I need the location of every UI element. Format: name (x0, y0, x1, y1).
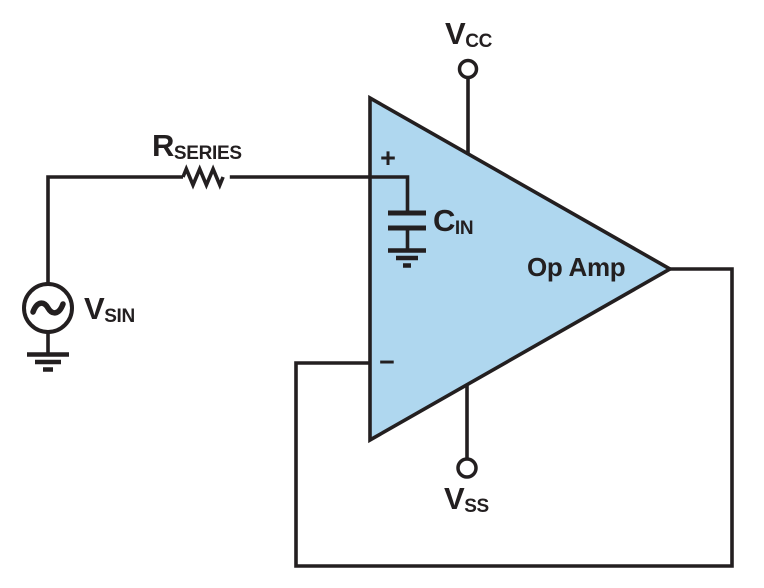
rseries-label-sub: SERIES (173, 143, 242, 164)
resistor-symbol (181, 164, 225, 190)
ac-source-icon (22, 282, 74, 334)
circuit-artwork (22, 58, 734, 568)
capacitor-symbol (388, 210, 426, 231)
rseries-label-main: R (152, 128, 174, 163)
vss-terminal (456, 457, 478, 479)
vcc-label-main: V (445, 16, 466, 51)
vcc-terminal (457, 58, 479, 80)
vsin-label-sub: SIN (104, 306, 135, 327)
vcc-label-sub: CC (465, 31, 493, 52)
cin-branch-wire (370, 175, 410, 212)
cin-label: CIN (433, 203, 474, 239)
inverting-input-label: − (379, 346, 395, 377)
feedback-wire (294, 267, 734, 568)
vsin-label-main: V (84, 291, 105, 326)
opamp-triangle (368, 94, 674, 444)
vcc-label: VCC (445, 16, 492, 52)
cin-ground-icon (388, 248, 426, 268)
opamp-label: Op Amp (527, 252, 626, 282)
rseries-label: RSERIES (152, 128, 242, 164)
noninverting-input-label: + (380, 142, 396, 173)
sine-wave-icon (30, 300, 66, 316)
vsin-label: VSIN (84, 291, 135, 327)
vss-label: VSS (444, 481, 489, 517)
vsin-ground-icon (27, 352, 69, 372)
input-wire (46, 175, 183, 284)
vss-label-sub: SS (464, 496, 489, 517)
vss-label-main: V (444, 481, 465, 516)
cin-label-main: C (433, 203, 455, 238)
cin-label-sub: IN (454, 218, 474, 239)
